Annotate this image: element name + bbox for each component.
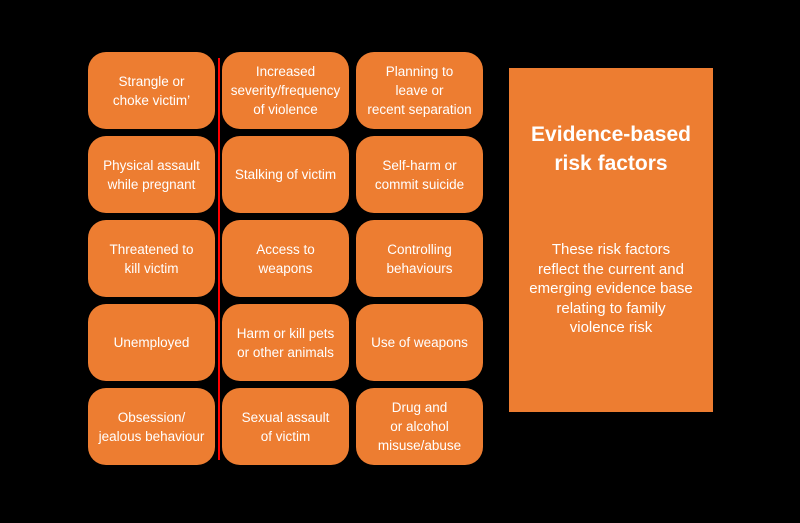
risk-factor-card: Use of weapons <box>356 304 483 381</box>
risk-factor-label: Use of weapons <box>371 335 468 350</box>
risk-factor-label: Increased severity/frequency of violence <box>230 64 341 117</box>
risk-factor-label: Unemployed <box>113 335 190 350</box>
risk-factor-label: Threatened to kill victim <box>109 241 194 276</box>
risk-factor-label: Self-harm or commit suicide <box>374 157 465 192</box>
risk-factor-label: Obsession/ jealous behaviour <box>98 409 205 444</box>
risk-factor-label: Access to weapons <box>256 241 315 276</box>
risk-factor-card: Access to weapons <box>222 220 349 297</box>
risk-factor-card: Strangle or choke victim’ <box>88 52 215 129</box>
info-panel: Evidence-based risk factors These risk f… <box>509 68 713 412</box>
risk-factor-card: Obsession/ jealous behaviour <box>88 388 215 465</box>
risk-factor-card: Increased severity/frequency of violence <box>222 52 349 129</box>
panel-title: Evidence-based risk factors <box>531 123 691 175</box>
risk-factor-label: Controlling behaviours <box>386 241 453 276</box>
risk-factor-card: Controlling behaviours <box>356 220 483 297</box>
risk-factor-card: Unemployed <box>88 304 215 381</box>
risk-factor-card: Threatened to kill victim <box>88 220 215 297</box>
risk-factor-card: Planning to leave or recent separation <box>356 52 483 129</box>
risk-factor-label: Strangle or choke victim’ <box>112 73 191 108</box>
risk-factor-card: Sexual assault of victim <box>222 388 349 465</box>
risk-factor-card: Harm or kill pets or other animals <box>222 304 349 381</box>
panel-description: These risk factors reflect the current a… <box>529 241 693 336</box>
risk-factors-grid: Strangle or choke victim’ Increased seve… <box>88 52 483 465</box>
risk-factor-card: Stalking of victim <box>222 136 349 213</box>
risk-factor-label: Drug and or alcohol misuse/abuse <box>377 400 462 453</box>
risk-factor-card: Self-harm or commit suicide <box>356 136 483 213</box>
red-divider-line <box>218 58 220 460</box>
risk-factor-label: Planning to leave or recent separation <box>367 64 472 117</box>
risk-factor-label: Physical assault while pregnant <box>103 157 200 192</box>
risk-factor-label: Sexual assault of victim <box>241 409 330 444</box>
risk-factor-card: Physical assault while pregnant <box>88 136 215 213</box>
risk-factor-card: Drug and or alcohol misuse/abuse <box>356 388 483 465</box>
risk-factor-label: Harm or kill pets or other animals <box>236 325 335 360</box>
risk-factor-label: Stalking of victim <box>234 167 337 182</box>
